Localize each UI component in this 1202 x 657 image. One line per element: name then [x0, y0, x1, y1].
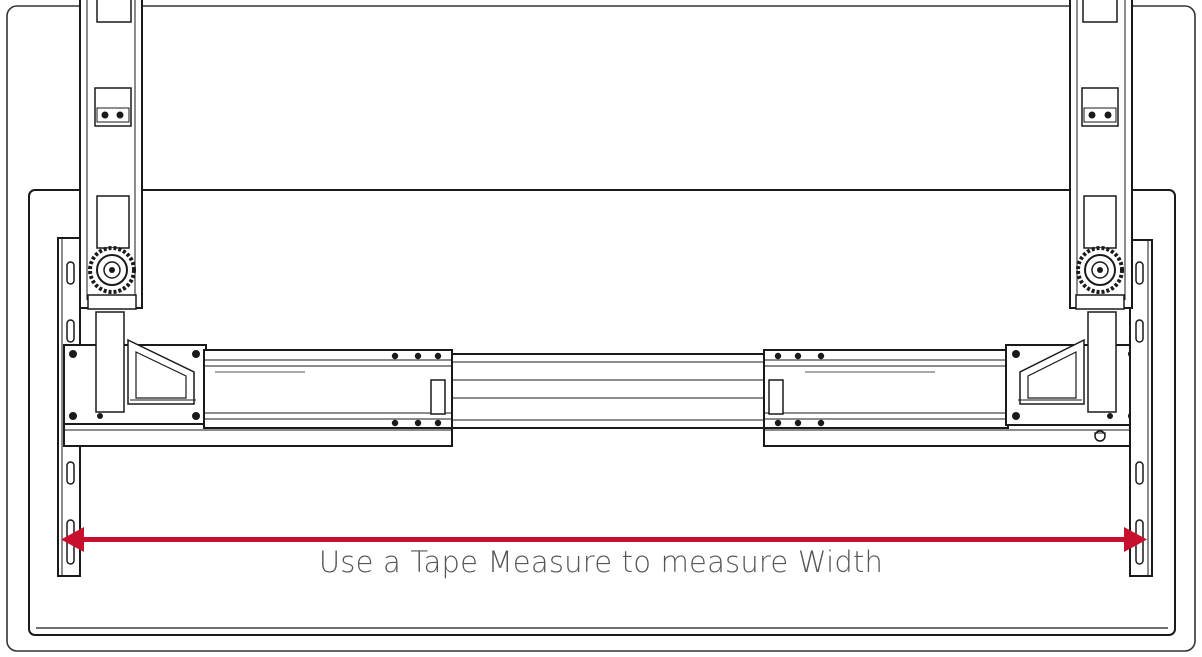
- outer-border: [6, 5, 1196, 652]
- left-crossbar: [63, 349, 453, 447]
- leveling-foot-icon: [1076, 246, 1124, 294]
- measure-instruction-caption: Use a Tape Measure to measure Width: [318, 545, 884, 579]
- leveling-foot-icon: [88, 246, 136, 294]
- center-tube: [451, 353, 765, 429]
- left-mount-plate: [63, 311, 207, 442]
- right-mount-plate: [1005, 311, 1141, 442]
- right-side-bracket: [1129, 239, 1153, 577]
- right-crossbar: [763, 349, 1143, 447]
- desktop-board: [28, 189, 1176, 636]
- double-headed-arrow-icon: [61, 527, 1147, 552]
